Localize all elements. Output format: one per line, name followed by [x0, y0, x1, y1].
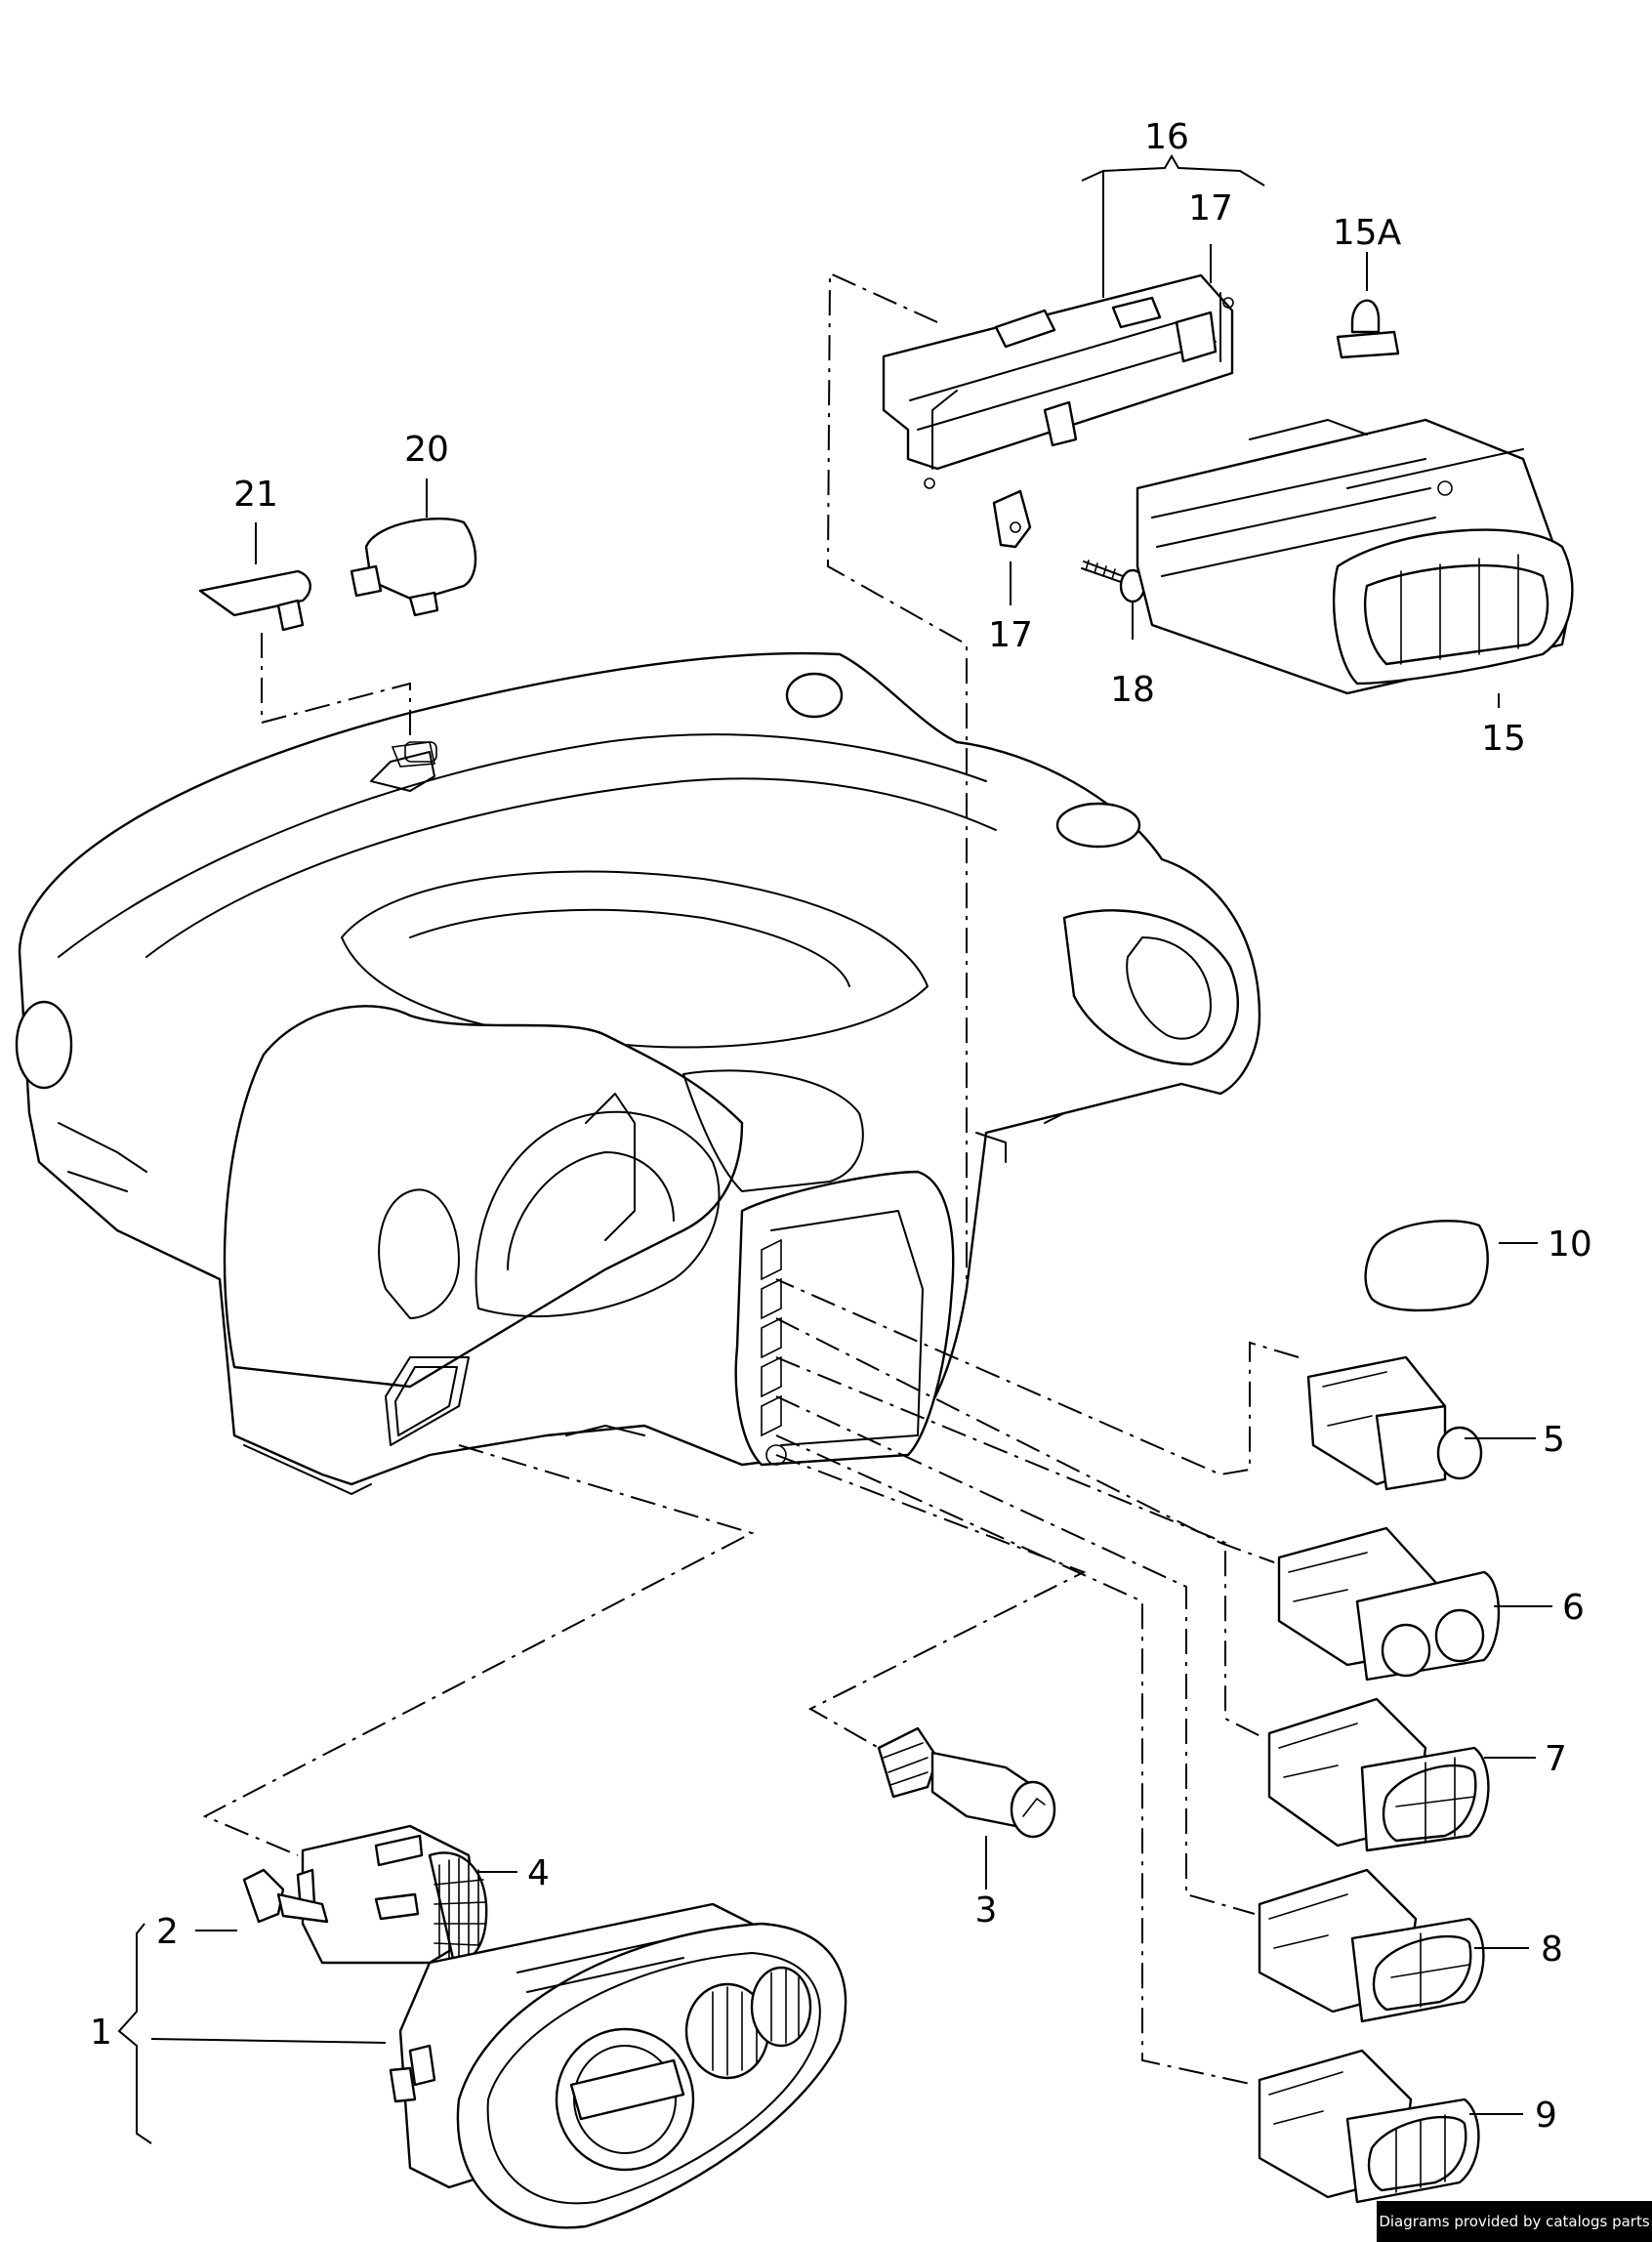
lighter-socket-3: [877, 1726, 1056, 1839]
callout-7: 7: [1545, 1739, 1567, 1779]
console-switch-slots: [761, 1238, 787, 1466]
callout-17-bottom: 17: [988, 615, 1033, 655]
assembly-lines: [202, 271, 1300, 2086]
spring-clip-17: [992, 489, 1032, 549]
callout-3: 3: [975, 1890, 998, 1931]
callout-10: 10: [1548, 1225, 1592, 1265]
callout-1: 1: [90, 2013, 112, 2053]
mounting-frame-16: [882, 273, 1234, 489]
climate-control-unit-15: [1136, 418, 1574, 695]
callout-2: 2: [156, 1912, 179, 1952]
switch-7: [1267, 1697, 1490, 1852]
switch-8: [1258, 1868, 1485, 2023]
trim-cover-21: [198, 569, 311, 632]
screw-18: [1081, 560, 1146, 603]
rotary-switch-4: [296, 1824, 488, 1965]
callout-4: 4: [527, 1853, 550, 1893]
dashboard-panel: [15, 651, 1261, 1495]
diagram-credit: Diagrams provided by catalogs parts: [1377, 2201, 1652, 2242]
mount-clip-slot: [391, 741, 435, 768]
callout-20: 20: [404, 430, 449, 470]
callout-17-top: 17: [1188, 188, 1233, 228]
callout-labels: 16 17 15A 20 21 17 18 15 10 5 6 7 8 9 3 …: [90, 117, 1592, 2136]
callout-18: 18: [1110, 670, 1155, 710]
light-switch-1: [389, 1902, 847, 2229]
callout-15: 15: [1481, 719, 1526, 759]
bulb-2: [242, 1868, 329, 1924]
switch-9: [1258, 2049, 1480, 2204]
trim-cap-20: [350, 517, 477, 617]
callout-6: 6: [1562, 1588, 1585, 1628]
leader-lines: [117, 154, 1552, 2144]
callout-5: 5: [1543, 1420, 1565, 1460]
callout-21: 21: [233, 475, 278, 515]
callout-9: 9: [1535, 2096, 1557, 2136]
switch-5: [1306, 1355, 1483, 1491]
bulb-15a: [1336, 299, 1400, 359]
callout-16: 16: [1144, 117, 1189, 157]
callout-15a: 15A: [1333, 213, 1402, 253]
callout-8: 8: [1541, 1930, 1563, 1970]
blank-cover-10: [1364, 1220, 1489, 1312]
switch-6: [1277, 1526, 1501, 1682]
